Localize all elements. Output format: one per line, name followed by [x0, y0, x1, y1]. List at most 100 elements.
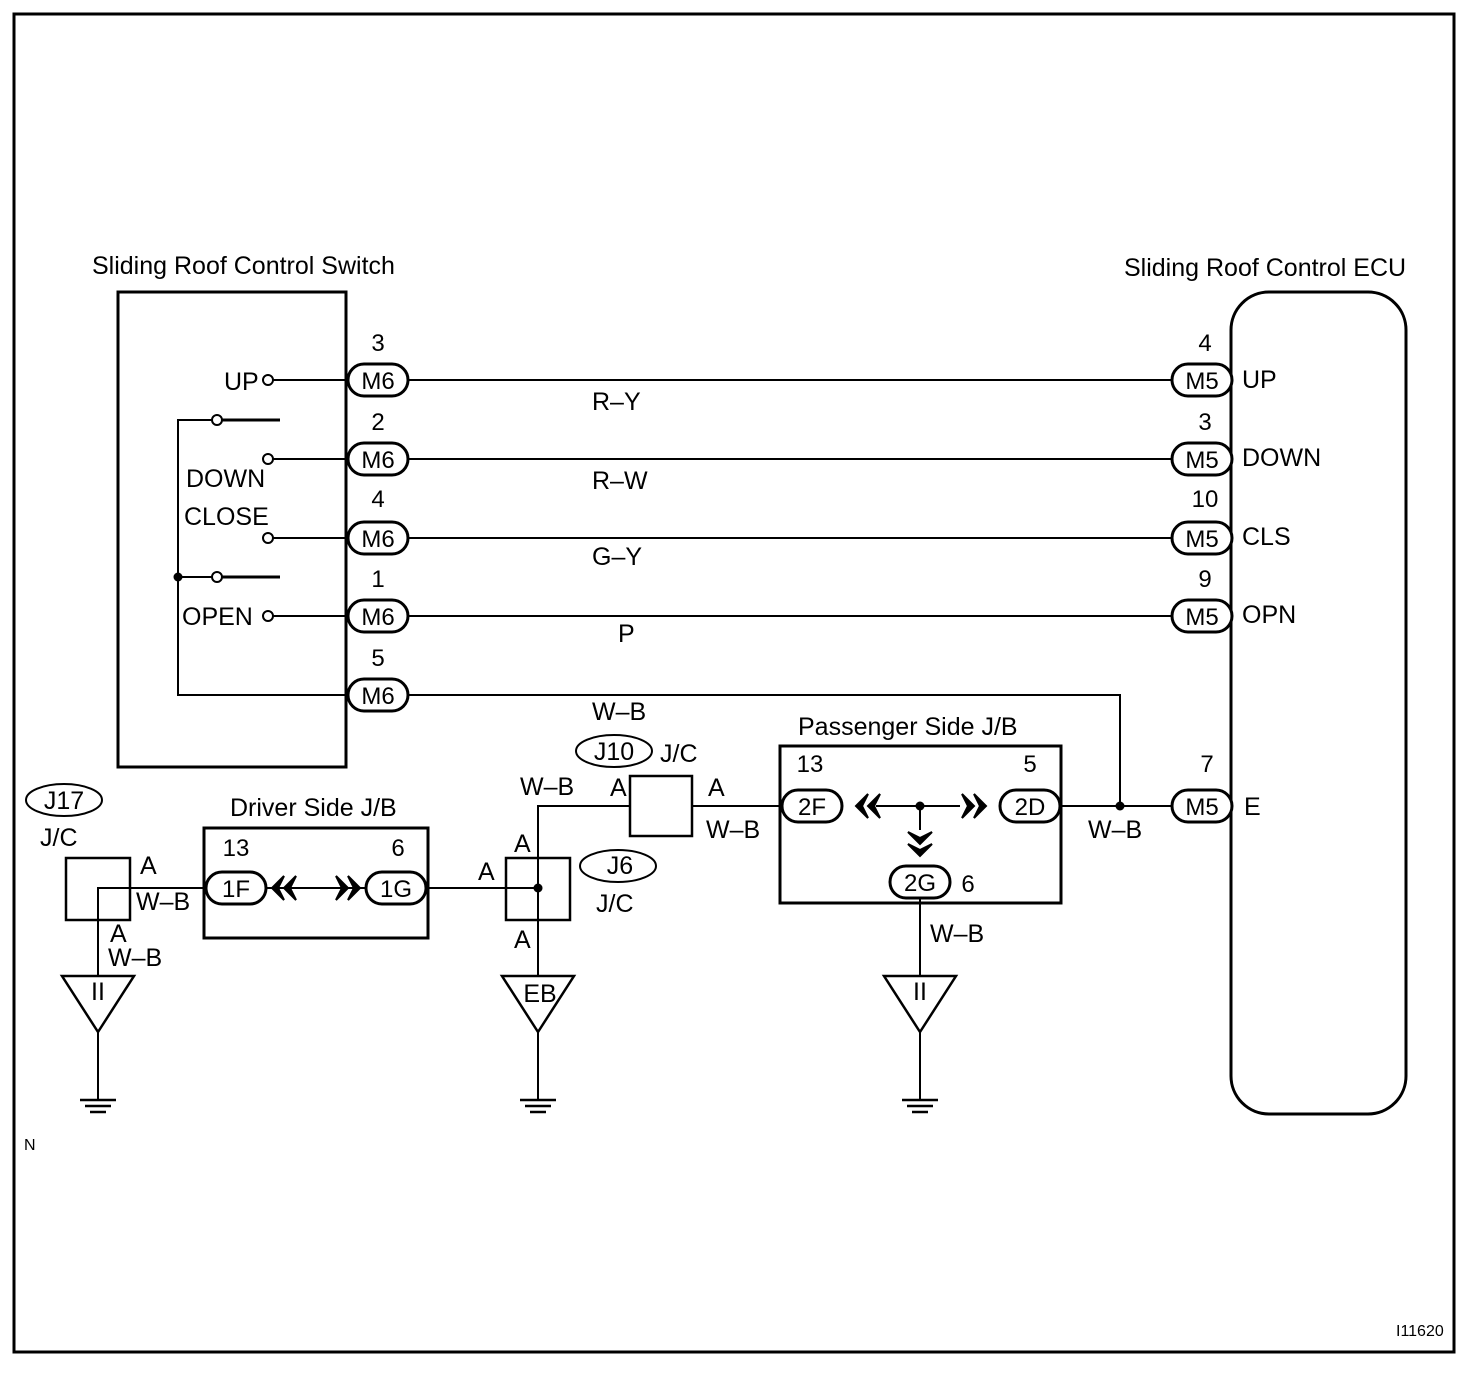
ecu-terminal-down: DOWN: [1242, 444, 1321, 472]
j6-node: [533, 883, 543, 893]
ecu-title: Sliding Roof Control ECU: [1124, 254, 1406, 282]
ground-point-right: [881, 974, 959, 1035]
wire-color-open: P: [618, 620, 635, 648]
earth-icon: [80, 1098, 116, 1114]
ground-left: II: [59, 974, 137, 1114]
driver-jb-body: [202, 826, 430, 940]
earth-icon: [902, 1098, 938, 1114]
passenger-side-jb: Passenger Side J/B 2F 13 2D 5 2G: [692, 713, 1172, 976]
ground-right-label: II: [913, 978, 927, 1006]
chevron-right-2d-b: [973, 793, 988, 819]
ecu-terminal-opn: OPN: [1242, 601, 1296, 629]
connector-1g: 1G 6: [364, 835, 428, 906]
switch-contact-down: [262, 453, 274, 465]
ecu-terminal-up: UP: [1242, 366, 1277, 394]
j6-tag: [579, 849, 657, 883]
svg-text:M6: M6: [361, 368, 394, 395]
switch-terminal-up: UP: [224, 368, 259, 396]
pin-number: 5: [371, 645, 384, 672]
ecu-terminal-e: E: [1244, 793, 1261, 821]
pin-number: 10: [1192, 486, 1219, 513]
junction-j17: J17 J/C A A W–B W–B: [25, 783, 206, 976]
passenger-jb-node: [915, 801, 925, 811]
svg-text:1G: 1G: [380, 876, 412, 903]
ground-middle-label: EB: [523, 980, 556, 1008]
wire-color-2g-out: W–B: [930, 920, 984, 948]
j10-box: [628, 774, 694, 838]
wire-color-j10: W–B: [520, 773, 574, 801]
j17-label: J17: [44, 787, 84, 815]
chevron-down-2g: [907, 831, 933, 846]
switch-terminal-down: DOWN: [186, 465, 265, 493]
svg-text:M6: M6: [361, 447, 394, 474]
switch-terminal-close: CLOSE: [184, 503, 269, 531]
diagram-frame: [12, 12, 1456, 1354]
connector-1f: 1F 13: [204, 835, 268, 906]
svg-text:M6: M6: [361, 526, 394, 553]
pin-number: 5: [1023, 751, 1036, 778]
svg-text:1F: 1F: [222, 876, 250, 903]
connector-m6-pin1: M6 1: [346, 566, 410, 634]
corner-label: N: [24, 1137, 36, 1154]
j6-terminal-bottom: A: [514, 926, 531, 954]
connector-m5-pin10: M5 10: [1170, 486, 1234, 556]
connector-m5-pin7: M5 7: [1170, 751, 1234, 824]
figure-code: I11620: [1396, 1323, 1444, 1340]
pin-number: 4: [371, 486, 384, 513]
ecu-body: [1229, 290, 1408, 1116]
ground-point-middle: [499, 974, 577, 1035]
svg-text:2F: 2F: [798, 794, 826, 821]
pin-number: 3: [1198, 409, 1211, 436]
wire-color-down: R–W: [592, 467, 648, 495]
ecu-terminal-cls: CLS: [1242, 523, 1291, 551]
connector-m5-pin9: M5 9: [1170, 566, 1234, 634]
junction-j10: J10 J/C A A W–B: [520, 734, 725, 858]
passenger-jb-title: Passenger Side J/B: [798, 713, 1018, 741]
j17-tag: [25, 783, 103, 817]
chevron-right-2d: [961, 793, 976, 819]
svg-text:2G: 2G: [904, 870, 936, 897]
sliding-roof-control-switch: Sliding Roof Control Switch UP DOWN CLOS…: [92, 252, 395, 769]
ecu-connectors: M5 4 M5 3 M5 10 M5 9 M5 7: [1170, 330, 1234, 824]
j6-type: J/C: [596, 890, 634, 918]
ground-right: II: [881, 974, 959, 1114]
pin-number: 2: [371, 409, 384, 436]
switch-body: [116, 290, 348, 769]
connector-2g: 2G 6: [888, 864, 975, 900]
driver-side-jb: Driver Side J/B 1F 13 1G 6: [202, 794, 430, 940]
connector-2d: 2D 5: [998, 751, 1062, 824]
switch-contact-up: [262, 374, 274, 386]
j10-label: J10: [594, 738, 634, 766]
j6-label: J6: [607, 852, 633, 880]
svg-text:M5: M5: [1185, 526, 1218, 553]
junction-j6: J6 J/C A A A: [428, 830, 657, 976]
wire-color-ecu-ground: W–B: [1088, 816, 1142, 844]
switch-title: Sliding Roof Control Switch: [92, 252, 395, 280]
switch-common-contact-top: [211, 414, 223, 426]
chevron-right-1g: [335, 875, 350, 901]
ground-point-left: [59, 974, 137, 1035]
ground-middle: EB: [499, 974, 577, 1114]
j10-tag: [575, 734, 653, 768]
j6-terminal-left: A: [478, 858, 495, 886]
j6-terminal-top: A: [514, 830, 531, 858]
chevron-down-2g-b: [907, 843, 933, 858]
connector-m6-pin5: M6 5: [346, 645, 410, 713]
pin-number: 3: [371, 330, 384, 357]
j17-terminal-right: A: [140, 852, 157, 880]
svg-text:M5: M5: [1185, 368, 1218, 395]
connector-m5-pin3: M5 3: [1170, 409, 1234, 477]
connector-m6-pin4: M6 4: [346, 486, 410, 556]
j10-type: J/C: [660, 740, 698, 768]
pin-number: 1: [371, 566, 384, 593]
svg-text:M5: M5: [1185, 794, 1218, 821]
earth-icon: [520, 1098, 556, 1114]
chevron-left-2f-b: [854, 793, 869, 819]
switch-contact-open: [262, 610, 274, 622]
svg-text:M6: M6: [361, 683, 394, 710]
svg-text:M6: M6: [361, 604, 394, 631]
svg-text:M5: M5: [1185, 447, 1218, 474]
wire-color-j17-down: W–B: [108, 944, 162, 972]
connector-2f: 2F 13: [780, 751, 844, 824]
